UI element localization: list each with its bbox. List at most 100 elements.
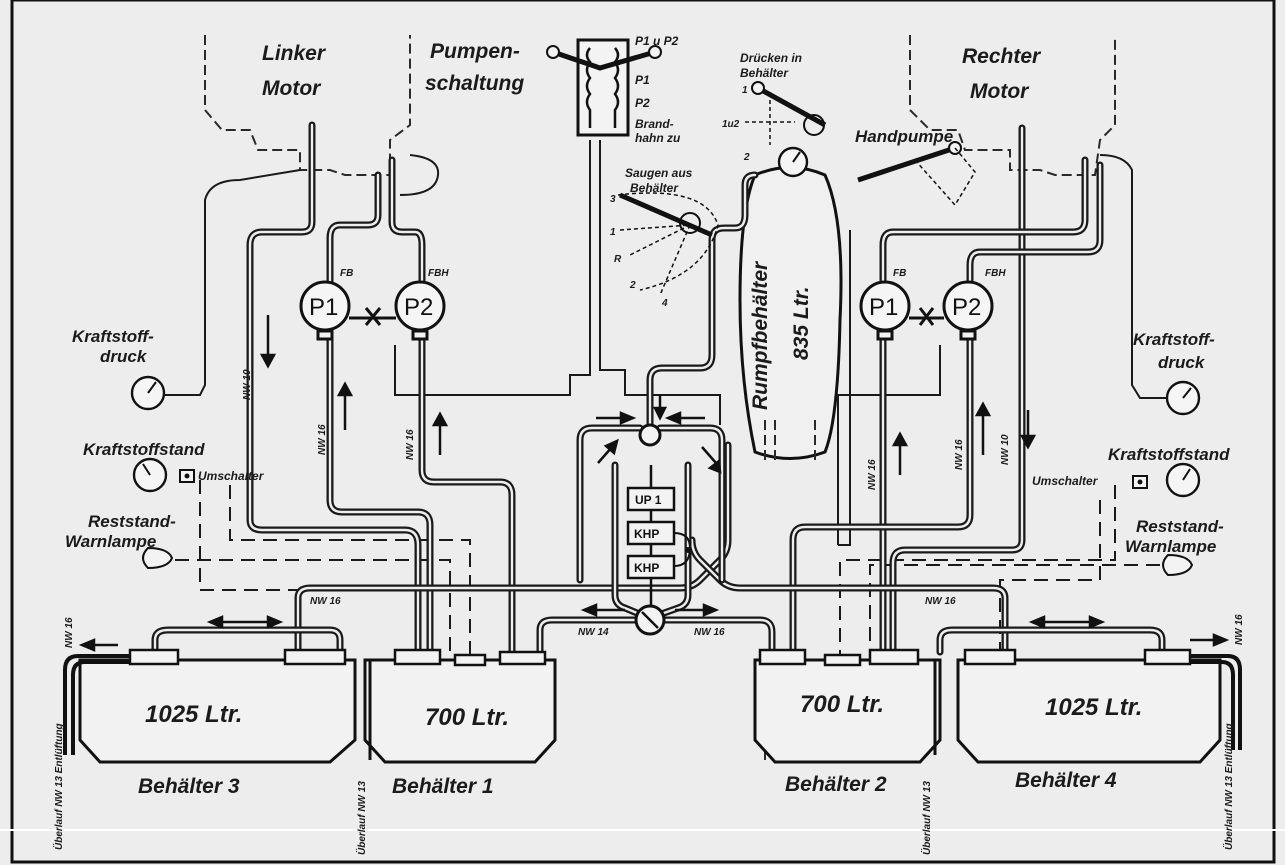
left-motor-label-2: Motor bbox=[262, 77, 322, 100]
fuel-pipe-inner bbox=[662, 618, 774, 654]
left-lamp-label-1: Reststand- bbox=[88, 512, 176, 531]
tank-4-volume: 1025 Ltr. bbox=[1045, 694, 1142, 721]
right-vent-label: Überlauf NW 13 Entlüftung bbox=[1222, 723, 1235, 850]
press-label-2: Behälter bbox=[740, 66, 789, 80]
right-lamp-label-1: Reststand- bbox=[1136, 517, 1224, 536]
fuel-pipe-inner bbox=[538, 618, 638, 654]
fuel-pipe bbox=[388, 156, 426, 286]
left-p1-text: P1 bbox=[309, 294, 338, 321]
tank-2-overflow-label: Überlauf NW 13 bbox=[920, 781, 933, 855]
fuel-pipe-inner bbox=[420, 338, 514, 654]
pipe-nw16-right: NW 16 bbox=[867, 459, 878, 490]
switch-pos-fire-2: hahn zu bbox=[635, 131, 681, 145]
fuel-pipe-inner bbox=[390, 158, 424, 284]
right-motor-label-2: Motor bbox=[970, 80, 1030, 103]
pump-switch-label-1: Pumpen- bbox=[430, 40, 520, 63]
press-label-1: Drücken in bbox=[740, 51, 802, 65]
pipe-nw16-vent-left: NW 16 bbox=[64, 617, 75, 648]
center-valves bbox=[626, 423, 692, 636]
left-p2-text: P2 bbox=[404, 294, 433, 321]
right-engine-outline bbox=[909, 35, 1116, 176]
fuselage-tank-inner bbox=[764, 420, 816, 460]
left-fb-label: FB bbox=[340, 268, 353, 279]
tank-1-body bbox=[363, 658, 557, 764]
fuel-pipe-inner bbox=[881, 158, 1087, 284]
dashed-lines bbox=[175, 480, 1160, 655]
signal-lines bbox=[165, 140, 1180, 546]
pipe-nw16-left-b: NW 16 bbox=[405, 429, 416, 460]
suck-label-1: Saugen aus bbox=[625, 166, 693, 180]
pump-switch-box bbox=[546, 38, 662, 137]
fuel-pipe-inner bbox=[328, 338, 432, 654]
right-motor-label-1: Rechter bbox=[962, 45, 1042, 68]
fuel-pipe bbox=[688, 536, 1009, 656]
suck-pos-3: 3 bbox=[610, 194, 616, 205]
suck-pos-r: R bbox=[614, 254, 622, 265]
hand-pos-1u2: 1u2 bbox=[722, 119, 740, 130]
left-lamp-label-2: Warnlampe bbox=[65, 532, 156, 551]
left-pressure-label-2: druck bbox=[100, 347, 148, 366]
tank-1-volume: 700 Ltr. bbox=[425, 704, 509, 731]
right-p1-text: P1 bbox=[869, 294, 898, 321]
fuel-pipe bbox=[936, 626, 1166, 656]
fuel-pipe bbox=[151, 626, 344, 656]
right-p2-text: P2 bbox=[952, 294, 981, 321]
tank-2-body bbox=[753, 658, 942, 764]
hand-pump-label: Handpumpe bbox=[855, 127, 953, 146]
vent-pipes bbox=[63, 654, 1242, 760]
fuel-pipe-inner bbox=[248, 123, 420, 654]
right-level-label: Kraftstoffstand bbox=[1108, 445, 1230, 464]
pipe-nw10-left: NW 10 bbox=[242, 369, 253, 400]
fuel-pipe bbox=[418, 336, 516, 656]
pipe-nw16-right-b: NW 16 bbox=[954, 439, 965, 470]
tank-2-name: Behälter 2 bbox=[785, 773, 887, 796]
valve-khp-1: KHP bbox=[634, 527, 659, 541]
fuel-pipe-inner bbox=[968, 163, 1102, 284]
fuel-pipe-inner bbox=[690, 538, 1007, 654]
hand-pump-mechanism bbox=[617, 81, 976, 296]
suck-pos-2: 2 bbox=[629, 280, 636, 291]
switch-pos-fire-1: Brand- bbox=[635, 117, 674, 131]
tank-1-overflow-label: Überlauf NW 13 bbox=[355, 781, 368, 855]
switch-pos-p1p2: P1 u P2 bbox=[635, 34, 679, 48]
tank-3-body bbox=[78, 658, 357, 764]
right-lamp-label-2: Warnlampe bbox=[1125, 537, 1216, 556]
suck-pos-1: 1 bbox=[610, 227, 616, 238]
fuel-pipe bbox=[889, 124, 1026, 656]
fuel-pipe-inner bbox=[891, 126, 1024, 654]
fuselage-gauge-needle bbox=[792, 151, 801, 163]
fuel-pipe-inner bbox=[662, 463, 690, 615]
fuel-pipe bbox=[966, 161, 1104, 286]
fuel-pipe-inner bbox=[153, 628, 342, 654]
hand-pos-2: 2 bbox=[743, 152, 750, 163]
pipe-nw10-right: NW 10 bbox=[1000, 434, 1011, 465]
left-fbh-label: FBH bbox=[428, 268, 449, 279]
tank-3-volume: 1025 Ltr. bbox=[145, 701, 242, 728]
pipe-nw16-vent-right: NW 16 bbox=[1234, 614, 1245, 645]
tank-2-volume: 700 Ltr. bbox=[800, 691, 884, 718]
fuel-pipe-inner bbox=[328, 173, 380, 284]
fuel-pipes bbox=[151, 121, 1166, 656]
tank-1-name: Behälter 1 bbox=[392, 775, 494, 798]
gauges bbox=[130, 375, 1201, 577]
valve-khp-2: KHP bbox=[634, 561, 659, 575]
tank-3-name: Behälter 3 bbox=[138, 775, 240, 798]
suck-label-2: Behälter bbox=[630, 181, 679, 195]
valve-up1: UP 1 bbox=[635, 493, 662, 507]
pump-switch-label-2: schaltung bbox=[425, 72, 524, 95]
fuel-pipe bbox=[326, 171, 382, 286]
fuel-pipe-inner bbox=[578, 426, 642, 582]
right-pressure-label-2: druck bbox=[1158, 353, 1206, 372]
left-level-label: Kraftstoffstand bbox=[83, 440, 205, 459]
pipe-nw14-left: NW 14 bbox=[578, 627, 609, 638]
fuel-pipe-inner bbox=[938, 628, 1164, 654]
left-selector-label: Umschalter bbox=[198, 469, 265, 483]
suck-pos-4: 4 bbox=[661, 298, 668, 309]
left-pressure-label-1: Kraftstoff- bbox=[72, 327, 154, 346]
pipe-nw16-bottom-right: NW 16 bbox=[925, 596, 956, 607]
fuel-pipe-inner bbox=[648, 173, 757, 427]
switch-pos-p2: P2 bbox=[635, 96, 650, 110]
fuel-pipe-inner bbox=[791, 338, 972, 654]
